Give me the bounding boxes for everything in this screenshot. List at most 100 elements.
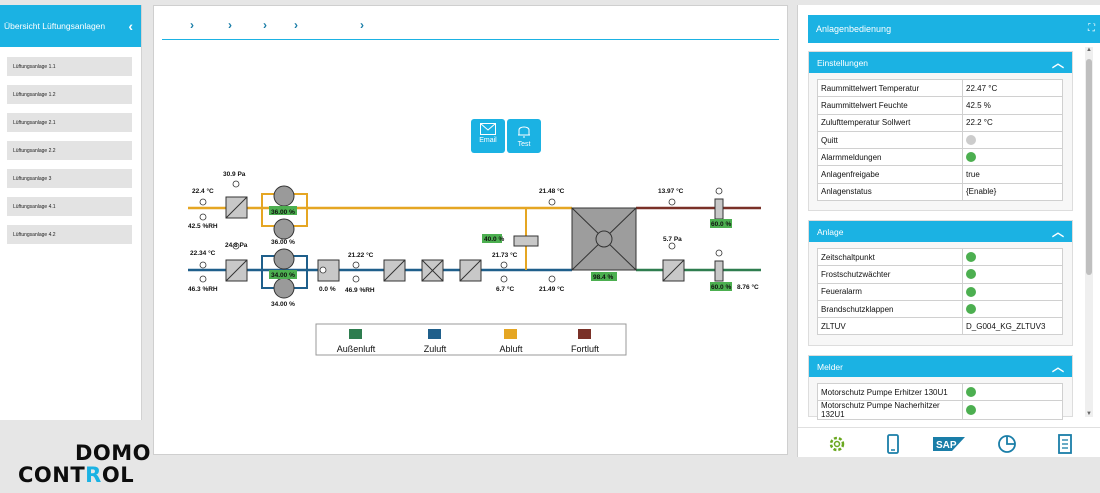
row-status — [962, 247, 1063, 267]
plant-list-item[interactable]: Lüftungsanlage 2.2 — [7, 141, 132, 160]
status-indicator-icon — [966, 405, 976, 416]
plant-list-item[interactable]: Lüftungsanlage 1.1 — [7, 57, 132, 76]
table-row: Brandschutzklappen — [817, 299, 1063, 319]
temp-label: 13.97 °C — [658, 187, 684, 195]
settings-section: Einstellungen ︿ Raummittelwert Temperatu… — [808, 51, 1073, 211]
pressure-label: 24.8 Pa — [225, 242, 248, 249]
detectors-section-header[interactable]: Melder ︿ — [809, 356, 1072, 377]
row-label: Anlagenstatus — [817, 182, 963, 202]
detectors-section: Melder ︿ Motorschutz Pumpe Erhitzer 130U… — [808, 355, 1073, 421]
breadcrumb-separator-icon[interactable]: › — [294, 18, 298, 32]
status-indicator-icon — [966, 269, 976, 280]
damper-label: 60.0 % — [711, 221, 731, 228]
hex-efficiency-label: 98.4 % — [593, 274, 613, 281]
temp-label: 21.49 °C — [539, 285, 565, 293]
scroll-down-icon[interactable]: ▼ — [1086, 411, 1092, 417]
temp-label: 8.76 °C — [737, 283, 759, 291]
row-value: 22.2 °C — [962, 113, 1063, 132]
fan-speed-label: 34.00 % — [271, 301, 295, 308]
supply-fan-icon[interactable] — [273, 277, 295, 299]
scrollbar[interactable]: ▲ ▼ — [1085, 47, 1093, 417]
bypass-damper-icon[interactable] — [513, 235, 539, 247]
row-label: Feueralarm — [817, 282, 963, 301]
aussenluft-damper-icon[interactable] — [714, 260, 724, 282]
scroll-up-icon[interactable]: ▲ — [1086, 47, 1092, 53]
temp-label: 6.7 °C — [496, 285, 514, 293]
settings-section-header[interactable]: Einstellungen ︿ — [809, 52, 1072, 73]
plant-list-item[interactable]: Lüftungsanlage 2.1 — [7, 113, 132, 132]
status-badge — [269, 206, 297, 215]
plant-control-panel: Anlagenbedienung ⛶ Einstellungen ︿ Raumm… — [797, 5, 1100, 457]
chevron-up-icon[interactable]: ︿ — [1051, 225, 1064, 239]
humidity-label: 46.3 %RH — [188, 286, 218, 293]
chevron-left-icon[interactable]: ‹ — [128, 18, 133, 34]
expand-icon[interactable]: ⛶ — [1088, 23, 1095, 34]
row-label: Zeitschaltpunkt — [817, 247, 963, 267]
status-badge — [482, 234, 502, 243]
legend-label: Fortluft — [571, 344, 600, 354]
breadcrumb: › › › › › — [162, 6, 779, 40]
status-indicator-icon — [966, 304, 976, 315]
exhaust-fan-icon[interactable] — [273, 185, 295, 207]
mobile-icon[interactable] — [882, 433, 904, 455]
row-label: Motorschutz Pumpe Nacherhitzer 132U1 — [817, 400, 963, 421]
table-row: Motorschutz Pumpe Erhitzer 130U1 — [817, 382, 1063, 402]
sap-icon[interactable]: SAP — [932, 433, 966, 455]
row-status — [962, 130, 1063, 150]
exhaust-fan-icon[interactable] — [273, 218, 295, 240]
plant-list-item[interactable]: Lüftungsanlage 3 — [7, 169, 132, 188]
scrollbar-thumb[interactable] — [1086, 59, 1092, 275]
fortluft-damper-icon[interactable] — [714, 198, 724, 220]
row-value: true — [962, 165, 1063, 184]
legend-label: Zuluft — [424, 344, 447, 354]
row-label: Raummittelwert Temperatur — [817, 78, 963, 98]
breadcrumb-separator-icon[interactable]: › — [228, 18, 232, 32]
row-status — [962, 148, 1063, 167]
breadcrumb-separator-icon[interactable]: › — [190, 18, 194, 32]
chevron-up-icon[interactable]: ︿ — [1051, 56, 1064, 70]
bypass-label: 40.0 % — [484, 236, 504, 243]
pie-chart-icon[interactable] — [996, 433, 1018, 455]
row-label: Anlagenfreigabe — [817, 165, 963, 184]
row-status — [962, 382, 1063, 402]
humidity-label: 46.9 %RH — [345, 287, 375, 294]
temp-label: 22.4 °C — [192, 187, 214, 195]
breadcrumb-separator-icon[interactable]: › — [360, 18, 364, 32]
sensor-icons — [199, 180, 723, 283]
pressure-label: 5.7 Pa — [663, 236, 682, 243]
plant-list-item[interactable]: Lüftungsanlage 1.2 — [7, 85, 132, 104]
table-row: Anlagenstatus{Enable} — [817, 182, 1063, 202]
damper-label: 60.0 % — [711, 284, 731, 291]
svg-text:SAP: SAP — [936, 440, 957, 451]
supply-fan-icon[interactable] — [273, 248, 295, 270]
chevron-up-icon[interactable]: ︿ — [1051, 360, 1064, 374]
row-status — [962, 282, 1063, 301]
plant-section-header[interactable]: Anlage ︿ — [809, 221, 1072, 242]
pressure-label: 30.9 Pa — [223, 171, 246, 178]
domocontrol-logo: DOMO CONTROL — [18, 441, 152, 487]
row-label: Zulufttemperatur Sollwert — [817, 113, 963, 132]
gear-icon[interactable] — [826, 433, 848, 455]
breadcrumb-separator-icon[interactable]: › — [263, 18, 267, 32]
legend-label: Abluft — [499, 344, 523, 354]
heater-valve-icon[interactable] — [317, 259, 340, 282]
row-value: 22.47 °C — [962, 78, 1063, 98]
test-button[interactable]: Test — [507, 119, 541, 153]
humidity-label: 42.5 %RH — [188, 223, 218, 230]
row-label: Frostschutzwächter — [817, 265, 963, 284]
table-row: Feueralarm — [817, 282, 1063, 301]
email-button[interactable]: Email — [471, 119, 505, 153]
plant-list-item[interactable]: Lüftungsanlage 4.1 — [7, 197, 132, 216]
report-icon[interactable] — [1054, 433, 1076, 455]
fan-speed-label: 36.00 % — [271, 239, 295, 246]
envelope-icon — [480, 123, 496, 135]
plant-overview-panel: Übersicht Lüftungsanlagen ‹ Lüftungsanla… — [0, 5, 142, 420]
plant-list-item[interactable]: Lüftungsanlage 4.2 — [7, 225, 132, 244]
